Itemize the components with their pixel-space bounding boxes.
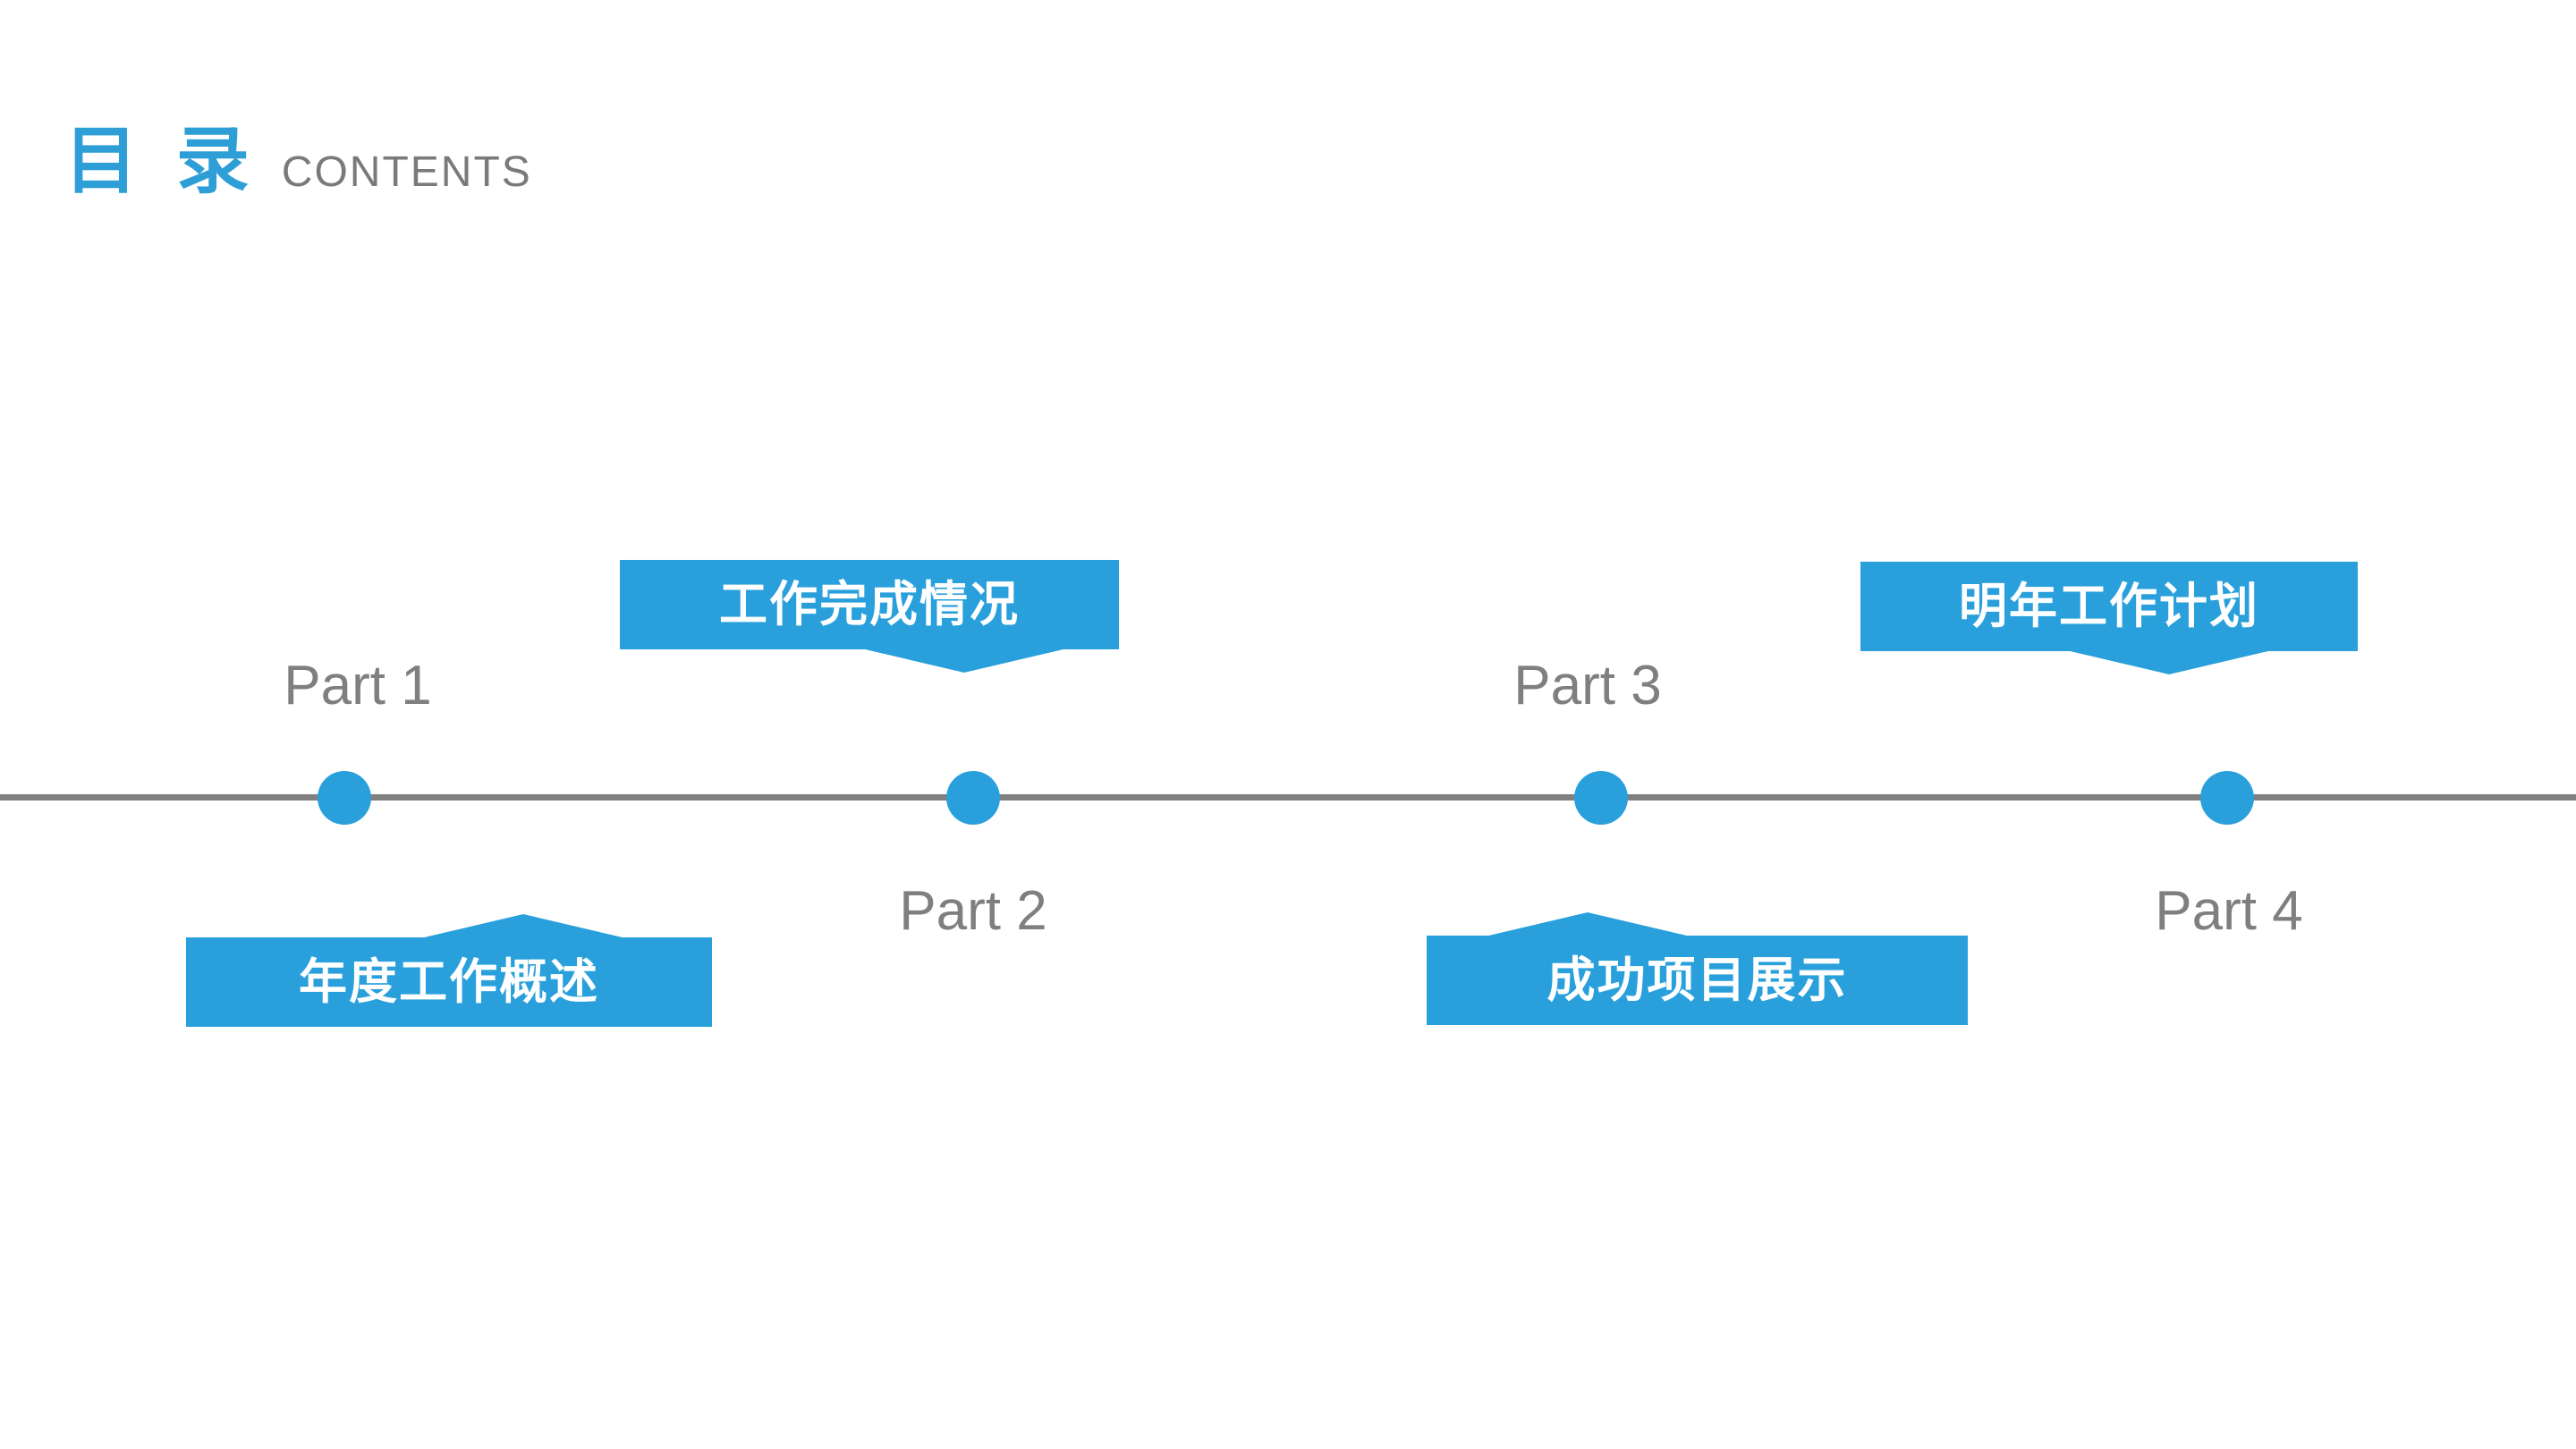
section-banner-1[interactable]: 年度工作概述 — [186, 914, 712, 1027]
part-label-3: Part 3 — [1513, 655, 1662, 716]
section-banner-label-2: 工作完成情况 — [719, 578, 1020, 631]
part-label-1: Part 1 — [284, 655, 432, 716]
timeline-dot-3[interactable] — [1574, 771, 1628, 825]
section-banner-label-4: 明年工作计划 — [1959, 580, 2259, 633]
section-banner-2[interactable]: 工作完成情况 — [620, 560, 1119, 673]
banner-notch-2 — [861, 648, 1067, 673]
section-banner-label-1: 年度工作概述 — [299, 955, 599, 1009]
banner-notch-4 — [2066, 650, 2272, 674]
page-title-cn: 目 录 — [64, 121, 258, 202]
page-title: 目 录 CONTENTS — [64, 125, 532, 199]
part-label-4: Part 4 — [2155, 880, 2303, 942]
page-title-en: CONTENTS — [281, 148, 532, 196]
part-label-2: Part 2 — [899, 880, 1047, 942]
timeline-axis — [0, 794, 2576, 801]
banner-notch-1 — [420, 914, 626, 938]
banner-notch-3 — [1485, 912, 1690, 936]
timeline-dot-1[interactable] — [318, 771, 371, 825]
timeline-dot-2[interactable] — [946, 771, 1000, 825]
section-banner-4[interactable]: 明年工作计划 — [1860, 562, 2358, 674]
timeline-dot-4[interactable] — [2200, 771, 2254, 825]
section-banner-3[interactable]: 成功项目展示 — [1427, 912, 1968, 1025]
section-banner-label-3: 成功项目展示 — [1546, 953, 1848, 1007]
